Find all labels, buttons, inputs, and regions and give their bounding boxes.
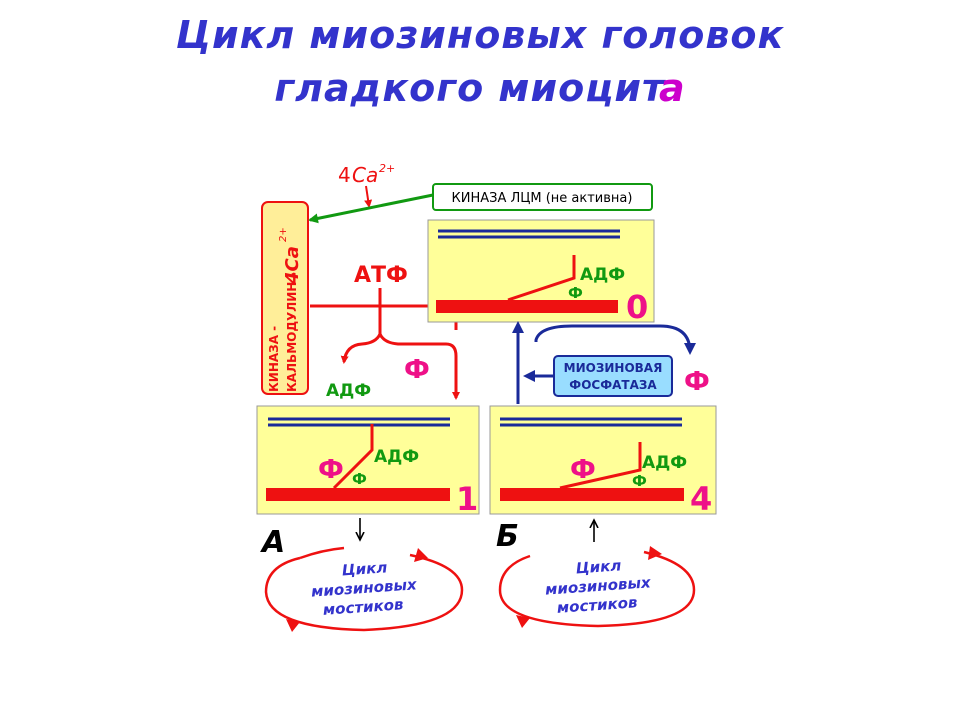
cycle-b-loop bbox=[498, 550, 696, 628]
atp-label: АТФ bbox=[354, 263, 408, 288]
phosphatase-box bbox=[553, 355, 673, 397]
cycle-a-line3: мостиков bbox=[322, 595, 404, 619]
adp-left-label: АДФ bbox=[326, 381, 371, 401]
panel-0-phosphate: Ф bbox=[568, 284, 583, 302]
kinase-calmodulin-text: КИНАЗА - bbox=[267, 326, 281, 392]
panel-1-number: 1 bbox=[456, 480, 478, 518]
panel-1-adp: АДФ bbox=[374, 447, 419, 467]
panel-4-myosin-head bbox=[559, 442, 642, 490]
calcium-arrow bbox=[364, 185, 373, 208]
kinase-calmodulin-line1: КИНАЗА - bbox=[267, 326, 281, 392]
calcium-top-charge: 2+ bbox=[379, 162, 395, 175]
adp-release-arrow bbox=[340, 333, 382, 364]
diagram-title-line1: Цикл миозиновых головок bbox=[175, 13, 785, 57]
kinase-calmodulin-box bbox=[261, 201, 309, 395]
calcium-top-symbol: Ca bbox=[352, 163, 378, 187]
state-a-label: А bbox=[260, 525, 285, 560]
panel-4-phosphate-bound: Ф bbox=[570, 455, 596, 485]
calcium-top-count: 4 bbox=[338, 163, 351, 187]
phosphatase-line2: ФОСФАТАЗА bbox=[569, 378, 657, 392]
cycle-b-arrowhead-bottom bbox=[516, 615, 530, 628]
phosphate-right-label: Ф bbox=[684, 367, 710, 397]
activation-arrow bbox=[308, 193, 434, 224]
cycle-a-line1: Цикл bbox=[341, 558, 388, 579]
kinase-calmodulin-calcium: 4Ca bbox=[282, 246, 303, 285]
panel-1-phosphate-bound: Ф bbox=[318, 455, 344, 485]
panel-1-myosin-head bbox=[332, 424, 374, 490]
atp-to-panel1-arrow bbox=[378, 333, 460, 400]
title-line2-last-letter: а bbox=[659, 66, 686, 110]
panel-0-adp: АДФ bbox=[580, 265, 625, 285]
phosphate-center-label: Ф bbox=[404, 355, 430, 385]
kinase-calmodulin-line2: КАЛЬМОДУЛИН - bbox=[285, 272, 299, 392]
panel-0-thick-filament bbox=[436, 300, 618, 313]
panel-1-thick-filament bbox=[266, 488, 450, 501]
panel-0-myosin-head bbox=[507, 255, 576, 302]
panel-state-1: АДФ Ф Ф 1 bbox=[256, 405, 480, 518]
panel-1-phosphate: Ф bbox=[352, 470, 367, 488]
panel-state-4: АДФ Ф Ф 4 bbox=[489, 405, 717, 518]
cycle-a-loop bbox=[264, 553, 464, 632]
panel-state-0: АДФ Ф 0 bbox=[427, 219, 655, 326]
panel-4-number: 4 bbox=[690, 480, 712, 518]
calcium-top-label: 4 Ca 2+ bbox=[338, 162, 395, 187]
title-line2-main: гладкого миоцит bbox=[274, 66, 666, 110]
panel-4-thick-filament bbox=[500, 488, 684, 501]
phosphate-release-arrow bbox=[534, 324, 696, 355]
kinase-inactive-label: КИНАЗА ЛЦМ (не активна) bbox=[452, 191, 633, 206]
cycle-b-line1: Цикл bbox=[575, 556, 622, 577]
state-b-label: Б bbox=[496, 519, 519, 554]
cross-bridge-cycle-a: Цикл миозиновых мостиков bbox=[264, 546, 464, 632]
diagram-title-line2: гладкого миоцита bbox=[0, 66, 960, 110]
cycle-b-line3: мостиков bbox=[556, 593, 638, 617]
panel-0-number: 0 bbox=[626, 288, 648, 326]
panel-4-phosphate: Ф bbox=[632, 472, 647, 490]
cycle-a-arrowhead-top bbox=[414, 548, 428, 562]
cycle-b-arrowhead-top bbox=[648, 546, 662, 560]
cross-bridge-cycle-b: Цикл миозиновых мостиков bbox=[498, 546, 696, 628]
kinase-calmodulin-charge: 2+ bbox=[278, 227, 289, 242]
phosphatase-line1: МИОЗИНОВАЯ bbox=[564, 361, 663, 375]
cycle-a-arrowhead-bottom bbox=[286, 619, 300, 632]
kinase-inactive-box bbox=[432, 183, 653, 211]
panel-4-adp: АДФ bbox=[642, 453, 687, 473]
